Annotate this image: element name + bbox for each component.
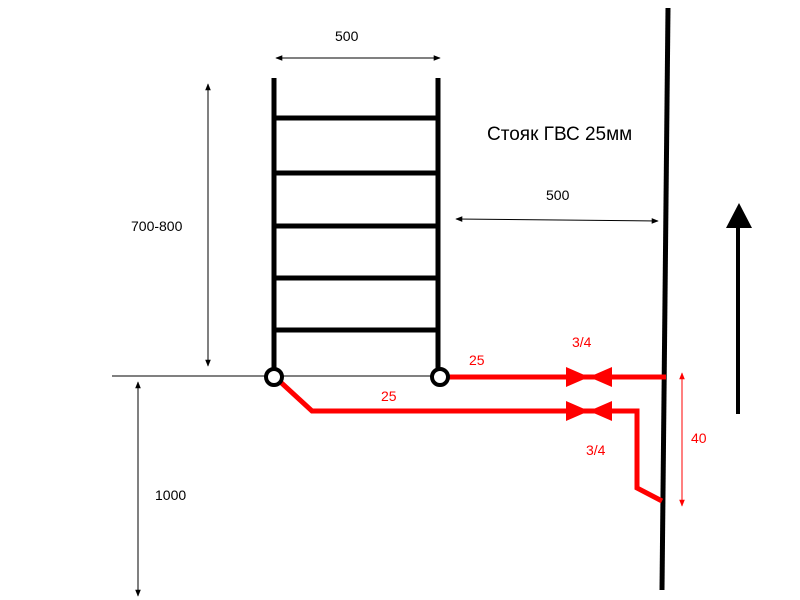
- dim-line-riser-offset: [455, 216, 659, 224]
- dim-top-width-label: 500: [335, 28, 359, 44]
- pipe-bottom-size-label: 25: [381, 388, 397, 404]
- bowtie-valve-icon: [566, 367, 612, 387]
- valve-bottom-size-label: 3/4: [586, 442, 606, 458]
- arrow-up-icon: [726, 203, 752, 414]
- dim-riser-gap-label: 40: [691, 430, 707, 446]
- red-piping: [273, 374, 666, 504]
- connection-node-right: [430, 367, 450, 387]
- connection-node-left: [264, 367, 284, 387]
- towel-rail: [271, 78, 441, 372]
- dim-floor-height-label: 1000: [155, 487, 186, 503]
- pipe-bottom: [273, 375, 664, 504]
- hot-water-riser: [659, 7, 671, 591]
- dim-riser-offset-label: 500: [546, 187, 570, 203]
- pipe-top-size-label: 25: [469, 352, 485, 368]
- valve-top-size-label: 3/4: [572, 334, 592, 350]
- riser-title: Стояк ГВС 25мм: [487, 124, 632, 145]
- bowtie-valve-icon: [566, 401, 612, 421]
- dim-height-label: 700-800: [131, 218, 183, 234]
